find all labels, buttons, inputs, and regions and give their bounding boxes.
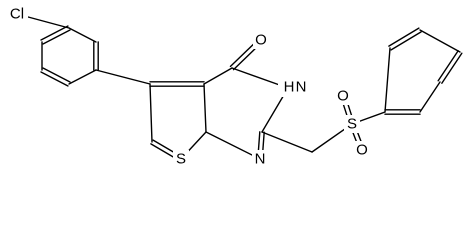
molecule-drawing: Cl O N H N S S — [6, 4, 463, 168]
sulfonyl-sulfur-label: S — [347, 116, 357, 133]
nh-atom: N H — [278, 78, 312, 97]
cl-atom: Cl — [6, 4, 28, 24]
bond-line-10-0 — [149, 83, 153, 143]
bond-line-26-1 — [437, 50, 459, 82]
cl-label: Cl — [10, 6, 24, 23]
sulfonyl-oxygen-1-atom: O — [335, 87, 351, 105]
bond-line-27-0 — [419, 29, 461, 53]
nh-h-label: H — [284, 79, 295, 96]
carbonyl-oxygen-atom: O — [253, 31, 269, 49]
bond-line-26-0 — [441, 52, 463, 84]
sulfonyl-sulfur-atom: S — [344, 115, 360, 133]
atom-labels: Cl O N H N S S — [6, 4, 370, 168]
bond-line-28-0 — [388, 27, 420, 47]
ring-nitrogen-atom: N — [252, 150, 268, 168]
bond-line-7-0 — [95, 69, 151, 85]
bond-line-19-0 — [261, 131, 313, 153]
bond-line-4-0 — [68, 69, 97, 85]
nh-n-label: N — [296, 79, 307, 96]
structure-diagram: Cl O N H N S S — [6, 4, 463, 168]
sulfonyl-oxygen-1-label: O — [337, 88, 349, 105]
bonds — [16, 13, 463, 162]
bond-line-3-1 — [42, 67, 71, 83]
ring-nitrogen-label: N — [255, 151, 266, 168]
thiophene-sulfur-label: S — [176, 151, 186, 168]
bond-line-6-0 — [68, 27, 97, 43]
bond-line-9-0 — [203, 83, 207, 133]
bond-line-3-0 — [40, 71, 69, 87]
bond-line-1-0 — [40, 25, 69, 41]
bond-line-13-0 — [203, 67, 233, 85]
sulfonyl-oxygen-2-atom: O — [354, 141, 370, 159]
sulfonyl-oxygen-2-label: O — [356, 142, 368, 159]
bond-line-25-0 — [419, 81, 441, 113]
bond-line-28-1 — [390, 31, 422, 51]
thiophene-sulfur-atom: S — [173, 150, 189, 168]
bond-line-29-0 — [384, 47, 391, 113]
bond-line-1-1 — [42, 29, 71, 45]
bond-line-18-0 — [205, 131, 261, 160]
carbonyl-oxygen-label: O — [255, 32, 267, 49]
